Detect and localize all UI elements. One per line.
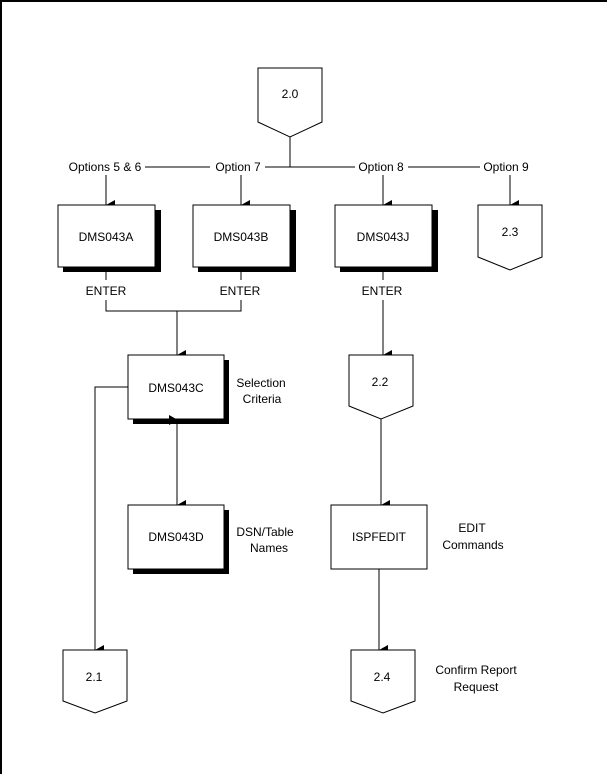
screen-dms043d-label: DMS043D (148, 530, 204, 544)
option-label-8: Option 8 (358, 160, 404, 174)
option-label-5-6: Options 5 & 6 (69, 160, 142, 174)
connector-2-4[interactable]: 2.4 (350, 649, 416, 714)
connector-2-2[interactable]: 2.2 (348, 354, 414, 420)
connector-2-1-label: 2.1 (86, 670, 103, 684)
screen-dms043d[interactable]: DMS043D (127, 504, 229, 574)
screen-ispfedit-label: ISPFEDIT (352, 530, 407, 544)
screen-dms043a[interactable]: DMS043A (57, 204, 161, 272)
connector-2-0[interactable]: 2.0 (257, 67, 323, 138)
screen-dms043j-label: DMS043J (357, 230, 410, 244)
screen-dms043b[interactable]: DMS043B (192, 204, 296, 272)
screen-dms043j[interactable]: DMS043J (334, 204, 438, 272)
screen-dms043c[interactable]: DMS043C (127, 354, 229, 424)
annotation-confirm-line2: Request (454, 680, 499, 694)
edge-label-enter-b: ENTER (220, 284, 261, 298)
edge-label-enter-j: ENTER (362, 284, 403, 298)
annotation-dsn-line2: Names (250, 541, 288, 555)
connector-2-2-label: 2.2 (372, 375, 389, 389)
annotation-selection-line1: Selection (236, 376, 285, 390)
annotation-edit-line2: Commands (442, 538, 503, 552)
connector-2-0-label: 2.0 (282, 87, 299, 101)
screen-ispfedit[interactable]: ISPFEDIT (330, 504, 428, 570)
edge-merge-a-b (105, 300, 242, 312)
annotation-edit-line1: EDIT (458, 521, 486, 535)
connector-2-3[interactable]: 2.3 (477, 204, 543, 271)
screen-dms043b-label: DMS043B (214, 230, 269, 244)
screen-dms043c-label: DMS043C (148, 381, 204, 395)
option-label-9: Option 9 (483, 160, 529, 174)
annotation-dsn-line1: DSN/Table (236, 525, 294, 539)
connector-2-4-label: 2.4 (374, 670, 391, 684)
edge-to-2-1 (94, 386, 128, 655)
option-label-7: Option 7 (215, 160, 261, 174)
connector-2-3-label: 2.3 (502, 225, 519, 239)
connector-2-1[interactable]: 2.1 (62, 649, 128, 714)
screen-dms043a-label: DMS043A (79, 230, 134, 244)
annotation-selection-line2: Criteria (243, 392, 282, 406)
annotation-confirm-line1: Confirm Report (435, 663, 517, 677)
edge-label-enter-a: ENTER (86, 284, 127, 298)
